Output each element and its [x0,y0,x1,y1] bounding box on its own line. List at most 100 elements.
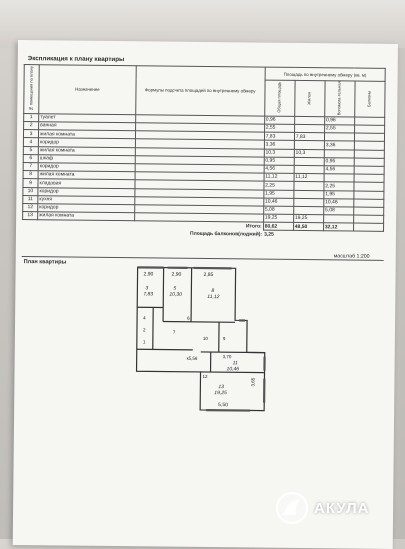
totals-living: 48,50 [293,223,323,232]
shark-fin-icon [276,492,308,524]
room-no-cell: 13 [23,212,38,220]
dim-d13: 1 [143,339,146,344]
balcony-area-cell [354,182,384,191]
table-header-row: № помещения по плану Назначение Формулы … [24,65,385,82]
room-no-cell: 1 [24,113,39,121]
aux-area-cell [324,149,354,158]
balcony-area-cell [354,141,384,150]
dim-d6: 5,50 [218,402,228,408]
dim-d3: 2,85 [204,272,214,278]
col-header-aux: Вспомога-тельная [337,81,342,115]
dim-d14: 7 [173,330,176,335]
room-no-cell: 3 [23,130,38,138]
aux-area-cell: 3,36 [324,141,354,150]
living-area-cell [293,206,323,215]
room-no-cell: 11 [23,195,38,203]
room-8-area: 11,12 [207,294,219,300]
dim-d8: 9 [223,336,226,341]
col-header-formulas: Формулы подсчета площадей по внутреннему… [135,66,264,116]
col-header-name: Назначение [39,65,136,115]
living-area-cell [293,198,323,207]
balcony-area-cell [354,133,384,142]
aux-area-cell: 10,46 [324,198,354,207]
aux-area-cell: 2,25 [324,182,354,191]
totals-aux: 32,12 [323,223,353,232]
aux-area-cell [323,215,353,224]
total-area-cell: 7,83 [264,132,294,141]
aux-area-cell: 0,95 [324,158,354,167]
total-area-cell: 0,95 [264,157,294,166]
living-area-cell: 7,83 [294,133,324,142]
total-area-cell: 3,36 [264,141,294,150]
living-area-cell: 10,3 [294,149,324,158]
dim-d12: 2 [143,327,146,332]
room-no-cell: 9 [23,179,38,187]
total-area-cell: 5,08 [263,206,293,215]
balcony-value: 3,25 [263,231,293,239]
balcony-area-cell [354,150,384,159]
total-area-cell: 2,25 [264,181,294,190]
balcony-label: Площадь балконов(лоджий): [134,229,263,238]
balcony-area-cell [354,174,384,183]
living-area-cell: 19,25 [293,215,323,224]
balcony-area-cell [354,207,384,216]
dim-d1: 2,90 [144,271,154,277]
balcony-area-cell [355,117,385,126]
col-header-total: Общая площадь [277,82,282,113]
total-area-cell: 2,55 [264,124,294,133]
explication-table: № помещения по плану Назначение Формулы … [22,64,386,239]
living-area-cell [294,165,324,174]
total-area-cell: 1,95 [264,190,294,199]
total-area-cell: 10,3 [264,149,294,158]
living-area-cell [294,190,324,199]
room-no-cell: 5 [23,146,38,154]
balcony-area-cell [354,191,384,200]
dim-d4: 3,70 [223,354,232,359]
room-5-area: 10,30 [169,292,182,298]
col-header-balcony: Балконы [367,90,372,106]
dim-d15: 6 [187,316,190,321]
total-area-cell: 11,12 [264,173,294,182]
aux-area-cell: 2,55 [324,125,354,134]
plan-label: План квартиры [24,259,67,265]
dim-d2: 2,90 [172,272,182,278]
dim-d5: 3,65 [250,377,255,386]
room-no-cell: 12 [23,203,38,211]
room-3-area: 7,83 [143,291,153,297]
total-area-cell: 19,25 [263,214,293,223]
balcony-area-cell [354,125,384,134]
balcony-area-cell [354,158,384,167]
balcony-area-cell [353,215,383,224]
living-area-cell [294,141,324,150]
aux-area-cell [324,174,354,183]
room-no-cell: 7 [23,163,38,171]
room-13-area: 19,25 [214,390,227,396]
total-area-cell: 0,96 [264,116,294,125]
aux-area-cell: 5,08 [323,207,353,216]
watermark: АКУЛА [276,488,398,528]
living-area-cell [294,157,324,166]
living-area-cell: 11,12 [294,174,324,183]
col-header-living: Жилая [307,92,312,105]
room-no-cell: 10 [23,187,38,195]
col-header-area-group: Площадь по внутреннему обмеру (кв. м) [265,67,385,81]
aux-area-cell: 1,95 [324,190,354,199]
totals-total: 80,62 [263,222,293,231]
room-no-cell: 6 [23,154,38,162]
document-sheet: Экспликация к плану квартиры № помещения… [13,40,398,549]
col-header-room-no: № помещения по плану [29,66,34,111]
floor-plan: 2,90 2,90 2,85 3 7,83 5 10,30 8 11,12 4 … [122,259,274,431]
aux-area-cell: 4,56 [324,166,354,175]
document-title: Экспликация к плану квартиры [28,55,125,63]
total-area-cell: 4,56 [264,165,294,174]
dim-d7: к5,56 [187,356,198,361]
total-area-cell: 10,46 [263,198,293,207]
dim-d10: 12 [202,374,208,379]
dim-d11: 4 [143,315,146,320]
balcony-area-cell [354,166,384,175]
room-no-cell: 2 [24,122,39,130]
watermark-text: АКУЛА [314,500,369,517]
living-area-cell [294,182,324,191]
room-no-cell: 8 [23,171,38,179]
